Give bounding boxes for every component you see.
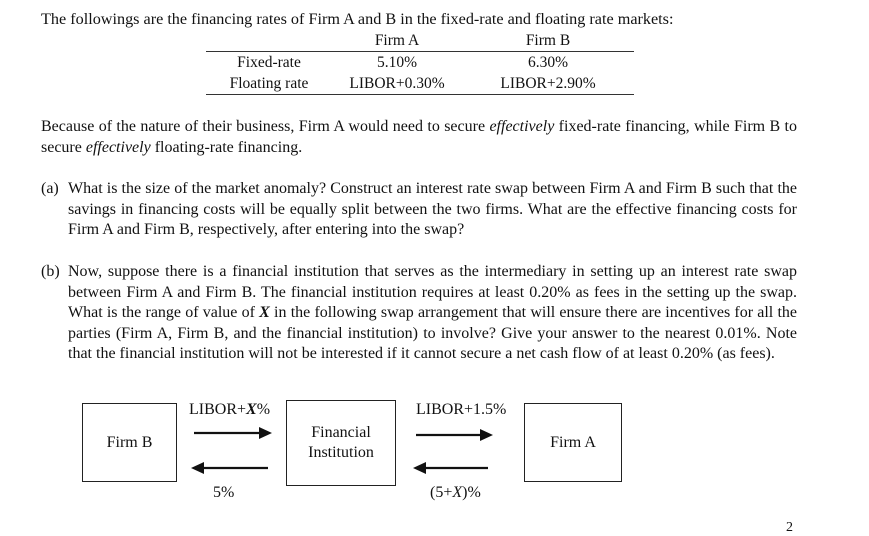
table-row: Fixed-rate 5.10% 6.30%: [206, 52, 634, 74]
row-label-fixed: Fixed-rate: [237, 54, 301, 71]
fi-label-line1: Financial: [311, 424, 371, 441]
firm-b-label: Firm B: [106, 433, 153, 451]
five-plus-x-label: (5+X)%: [430, 484, 481, 502]
arrow-firm-b-to-fi: [194, 427, 272, 439]
arrow-fi-to-firm-b: [191, 462, 268, 474]
question-a: (a) What is the size of the market anoma…: [41, 179, 797, 241]
libor-x-variable: X: [246, 401, 257, 418]
firm-a-box: Firm A: [524, 403, 622, 482]
libor-x-prefix: LIBOR+: [189, 401, 247, 418]
cell-firm-b-floating: LIBOR+2.90%: [462, 73, 634, 95]
question-b: (b) Now, suppose there is a financial in…: [41, 262, 797, 365]
cell-firm-a-fixed: 5.10%: [376, 54, 418, 71]
page-number: 2: [786, 520, 793, 535]
table-header-firm-a: Firm A: [332, 30, 462, 52]
libor-plus-x-label: LIBOR+X%: [189, 401, 270, 419]
question-b-label: (b): [41, 263, 60, 280]
para-emphasis-2: effectively: [85, 138, 151, 156]
libor-x-suffix: %: [256, 401, 271, 418]
libor-plus-1-5-label: LIBOR+1.5%: [416, 401, 507, 418]
five-x-variable: X: [452, 484, 463, 501]
fi-label-line2: Institution: [308, 444, 374, 461]
firm-a-label: Firm A: [550, 433, 596, 451]
firm-b-box: Firm B: [82, 403, 177, 482]
arrow-firm-a-to-fi: [413, 462, 488, 474]
table-header-firm-b: Firm B: [462, 30, 634, 52]
question-a-label: (a): [41, 180, 59, 197]
question-b-text-2: in the following swap arrangement that w…: [68, 304, 797, 362]
arrow-fi-to-firm-a: [416, 429, 493, 441]
cell-firm-a-floating: LIBOR+0.30%: [332, 73, 462, 95]
para-text-3: floating-rate financing.: [150, 138, 303, 156]
intro-text: The followings are the financing rates o…: [41, 10, 674, 28]
question-b-text: Now, suppose there is a financial instit…: [68, 262, 797, 365]
table-row: Floating rate LIBOR+0.30% LIBOR+2.90%: [206, 73, 634, 95]
business-paragraph: Because of the nature of their business,…: [41, 117, 797, 158]
table-header-empty: [206, 30, 332, 52]
para-emphasis-1: effectively: [489, 118, 555, 135]
table-header-row: Firm A Firm B: [206, 30, 634, 52]
cell-firm-b-fixed: 6.30%: [527, 54, 569, 71]
para-text-2: fixed-rate financing, while Firm B to se…: [41, 118, 797, 156]
five-percent-label: 5%: [213, 484, 235, 501]
five-x-prefix: (5+: [430, 484, 453, 501]
para-text-1: Because of the nature of their business,…: [41, 118, 490, 135]
row-label-floating: Floating rate: [206, 73, 332, 95]
financing-rates-table: Firm A Firm B Fixed-rate 5.10% 6.30% Flo…: [206, 30, 634, 95]
five-x-suffix: )%: [462, 484, 481, 501]
question-b-text-1: Now, suppose there is a financial instit…: [68, 263, 797, 321]
variable-x: X: [259, 304, 270, 321]
question-a-text: What is the size of the market anomaly? …: [68, 180, 797, 238]
